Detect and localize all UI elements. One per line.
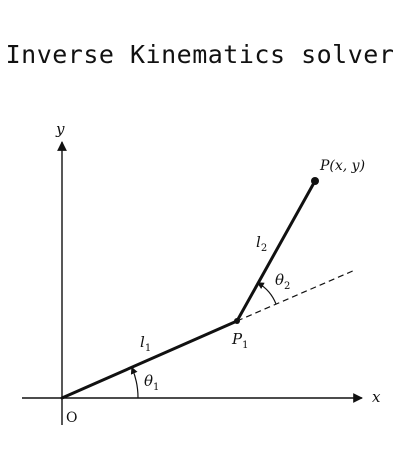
origin-label: O xyxy=(66,410,77,426)
theta2-arc xyxy=(256,282,277,305)
link-1-extension xyxy=(236,269,356,322)
end-effector-label: P(x, y) xyxy=(319,158,365,174)
joint-p1 xyxy=(234,318,240,324)
y-axis-label: y xyxy=(55,120,65,138)
joint-p1-label-sub: 1 xyxy=(242,340,248,351)
link-2-label-main: l xyxy=(256,233,261,251)
joint-p1-label-main: P xyxy=(231,330,243,348)
theta2-label-main: θ xyxy=(275,271,284,289)
theta1-label-main: θ xyxy=(144,372,153,390)
theta1-label: θ1 xyxy=(144,372,159,393)
link-1-label-sub: 1 xyxy=(145,343,151,354)
theta2-label-sub: 2 xyxy=(284,281,290,292)
x-axis-label: x xyxy=(372,388,381,406)
link-2-label-sub: 2 xyxy=(261,243,267,254)
link-1-label-main: l xyxy=(140,333,145,351)
end-effector-point xyxy=(311,177,319,185)
theta1-label-sub: 1 xyxy=(153,382,159,393)
link-2 xyxy=(235,179,317,323)
page-title: Inverse Kinematics solver xyxy=(5,40,395,69)
joint-p1-label: P1 xyxy=(231,330,248,351)
link-2-label: l2 xyxy=(256,233,267,254)
link-1-label: l1 xyxy=(140,333,151,354)
link-1 xyxy=(60,319,239,400)
theta2-label: θ2 xyxy=(275,271,290,292)
theta1-arc xyxy=(130,366,139,399)
